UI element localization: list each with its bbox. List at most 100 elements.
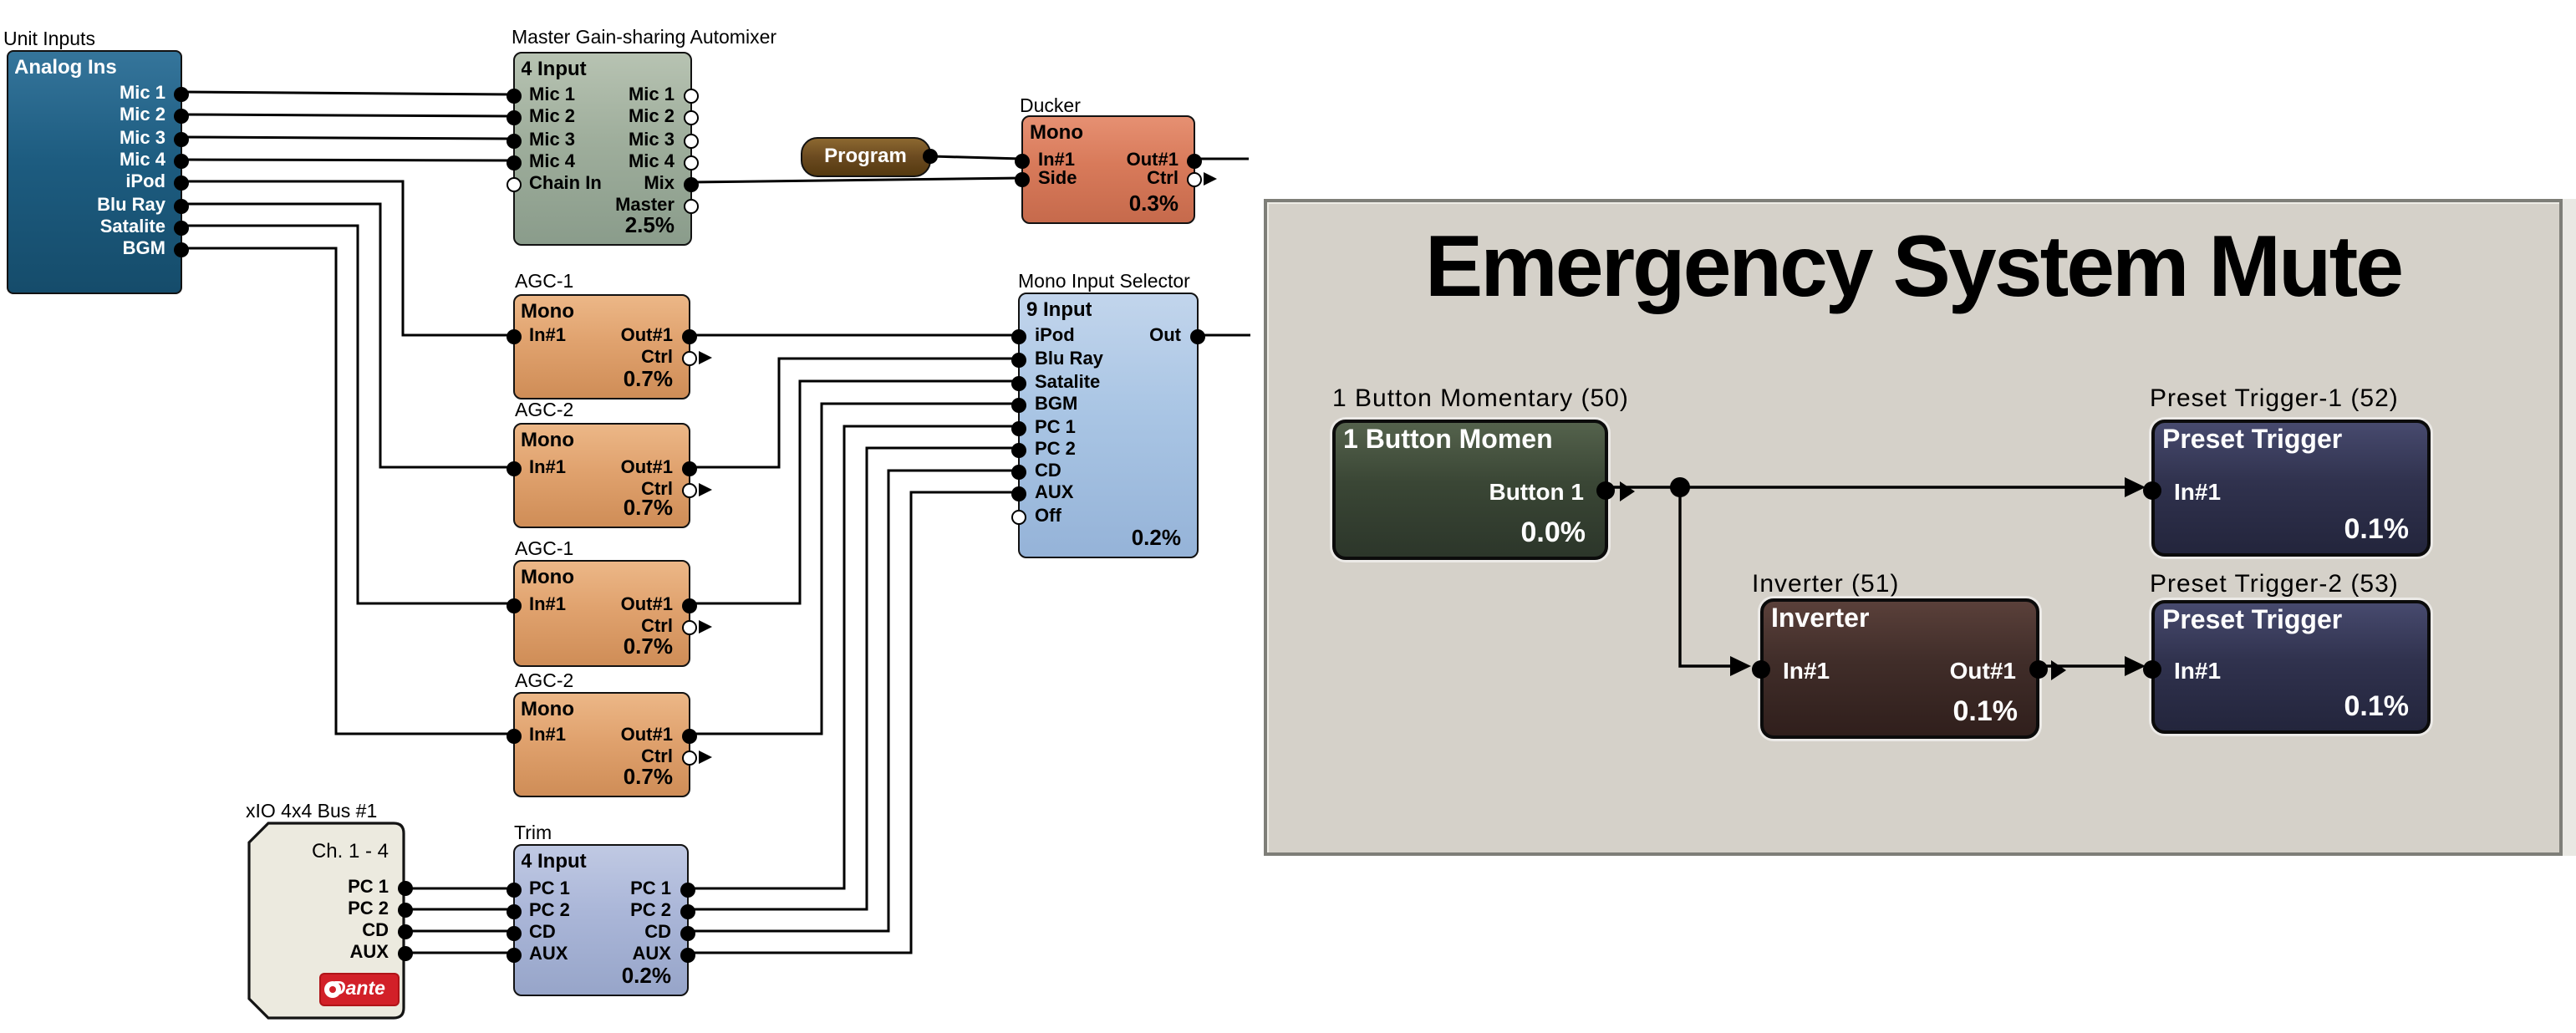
inverter-block[interactable]: Inverter In#1 Out#1 0.1% bbox=[1752, 598, 2066, 738]
port-dot[interactable] bbox=[506, 89, 521, 104]
signal-wires[interactable] bbox=[181, 90, 2140, 954]
port-in-pc-2[interactable]: PC 2 bbox=[506, 900, 621, 922]
port-bgm[interactable]: BGM bbox=[1011, 394, 1129, 416]
port-in1[interactable]: In#1 bbox=[506, 594, 622, 616]
preset-trigger-2-block[interactable]: Preset Trigger In#1 0.1% bbox=[2143, 599, 2431, 733]
trim-block[interactable]: 4 Input PC 1 PC 2 CD AUX PC 1 PC 2 CD AU… bbox=[506, 844, 695, 996]
port-aux[interactable]: AUX bbox=[1011, 483, 1129, 505]
port-dot[interactable] bbox=[174, 221, 189, 236]
port-ctrl[interactable]: Ctrl bbox=[580, 480, 711, 501]
port-in1[interactable]: In#1 bbox=[1015, 150, 1128, 171]
port-out-mic-4[interactable]: Mic 4 bbox=[581, 151, 698, 173]
agc4-block[interactable]: Mono In#1 Out#1 Ctrl 0.7% bbox=[506, 692, 711, 796]
port-pc-1[interactable]: PC 1 bbox=[1011, 417, 1129, 439]
port-dot[interactable] bbox=[506, 883, 521, 898]
port-dot[interactable] bbox=[174, 86, 189, 101]
ducker-block[interactable]: Mono In#1 Side Out#1 Ctrl 0.3% bbox=[1015, 115, 1217, 223]
analog-ins-block[interactable]: Analog Ins Mic 1 Mic 2 Mic 3 Mic 4 iPod … bbox=[6, 50, 189, 294]
port-dot[interactable] bbox=[1187, 172, 1202, 187]
port-dot[interactable] bbox=[1011, 509, 1026, 524]
port-dot[interactable] bbox=[1015, 153, 1030, 168]
port-out1[interactable]: Out#1 bbox=[580, 458, 696, 480]
port-in1[interactable]: In#1 bbox=[2143, 476, 2318, 506]
program-net-label[interactable]: Program bbox=[801, 137, 937, 176]
port-out-pc-1[interactable]: PC 1 bbox=[579, 879, 695, 901]
port-dot[interactable] bbox=[680, 883, 695, 898]
port-dot[interactable] bbox=[174, 242, 189, 257]
xio-block-shape[interactable] bbox=[247, 822, 405, 1020]
port-dot[interactable] bbox=[681, 483, 696, 498]
port-dot[interactable] bbox=[683, 198, 698, 213]
port-ctrl[interactable]: Ctrl bbox=[580, 746, 711, 768]
port-dot[interactable] bbox=[506, 461, 521, 476]
port-in-aux[interactable]: AUX bbox=[506, 944, 621, 965]
port-dot[interactable] bbox=[174, 176, 189, 191]
port-dot[interactable] bbox=[681, 619, 696, 634]
port-dot[interactable] bbox=[1011, 486, 1026, 501]
port-ctrl[interactable]: Ctrl bbox=[1088, 169, 1217, 191]
port-dot[interactable] bbox=[680, 903, 695, 919]
xio-bus-block[interactable]: Ch. 1 - 4 PC 1 PC 2 CD AUX Dante bbox=[249, 823, 412, 1018]
port-cd[interactable]: CD bbox=[249, 920, 412, 942]
port-dot[interactable] bbox=[506, 329, 521, 344]
port-dot[interactable] bbox=[1015, 172, 1030, 187]
agc2-block[interactable]: Mono In#1 Out#1 Ctrl 0.7% bbox=[506, 422, 711, 528]
button-momentary-block[interactable]: 1 Button Momen Button 1 0.0% bbox=[1331, 420, 1634, 560]
port-blu-ray[interactable]: Blu Ray bbox=[74, 195, 189, 216]
port-in1[interactable]: In#1 bbox=[1752, 654, 1927, 684]
port-dot[interactable] bbox=[1189, 329, 1204, 344]
port-dot[interactable] bbox=[397, 902, 412, 917]
port-dot[interactable] bbox=[1011, 420, 1026, 435]
port-dot[interactable] bbox=[683, 110, 698, 125]
port-dot[interactable] bbox=[506, 925, 521, 940]
port-ctrl[interactable]: Ctrl bbox=[580, 348, 711, 369]
port-ipod[interactable]: iPod bbox=[74, 172, 189, 194]
port-side[interactable]: Side bbox=[1015, 169, 1128, 191]
port-dot[interactable] bbox=[397, 945, 412, 960]
port-dot[interactable] bbox=[1011, 398, 1026, 413]
port-out[interactable]: Out bbox=[1087, 326, 1204, 348]
port-dot[interactable] bbox=[174, 131, 189, 146]
port-dot[interactable] bbox=[2029, 660, 2047, 679]
port-out-pc-2[interactable]: PC 2 bbox=[579, 900, 695, 922]
port-dot[interactable] bbox=[681, 461, 696, 476]
port-in-mic-4[interactable]: Mic 4 bbox=[506, 151, 623, 173]
port-dot[interactable] bbox=[174, 154, 189, 169]
port-out1[interactable]: Out#1 bbox=[580, 725, 696, 746]
port-master[interactable]: Master bbox=[581, 195, 698, 216]
port-dot[interactable] bbox=[174, 198, 189, 213]
port-dot[interactable] bbox=[681, 329, 696, 344]
port-dot[interactable] bbox=[506, 947, 521, 962]
port-dot[interactable] bbox=[506, 176, 521, 191]
port-dot[interactable] bbox=[2143, 660, 2161, 679]
port-dot[interactable] bbox=[506, 110, 521, 125]
port-dot[interactable] bbox=[1596, 481, 1615, 500]
port-dot[interactable] bbox=[2143, 481, 2161, 500]
port-aux[interactable]: AUX bbox=[249, 942, 412, 964]
port-dot[interactable] bbox=[1011, 353, 1026, 368]
port-dot[interactable] bbox=[681, 750, 696, 765]
port-off[interactable]: Off bbox=[1011, 506, 1129, 527]
port-dot[interactable] bbox=[680, 947, 695, 962]
port-in-pc-1[interactable]: PC 1 bbox=[506, 879, 621, 901]
port-dot[interactable] bbox=[506, 598, 521, 613]
port-out-mic-3[interactable]: Mic 3 bbox=[581, 130, 698, 151]
port-dot[interactable] bbox=[1011, 329, 1026, 344]
port-dot[interactable] bbox=[922, 149, 937, 164]
port-dot[interactable] bbox=[681, 598, 696, 613]
port-dot[interactable] bbox=[506, 728, 521, 743]
port-dot[interactable] bbox=[681, 728, 696, 743]
port-dot[interactable] bbox=[680, 925, 695, 940]
port-pc-2[interactable]: PC 2 bbox=[1011, 439, 1129, 461]
agc3-block[interactable]: Mono In#1 Out#1 Ctrl 0.7% bbox=[506, 560, 711, 666]
port-cd[interactable]: CD bbox=[1011, 461, 1129, 483]
port-satalite[interactable]: Satalite bbox=[1011, 372, 1129, 394]
port-mic-3[interactable]: Mic 3 bbox=[74, 128, 189, 150]
port-blu-ray[interactable]: Blu Ray bbox=[1011, 349, 1129, 371]
port-dot[interactable] bbox=[506, 133, 521, 148]
port-dot[interactable] bbox=[683, 89, 698, 104]
port-out-mic-2[interactable]: Mic 2 bbox=[581, 107, 698, 129]
port-button-1[interactable]: Button 1 bbox=[1416, 476, 1634, 506]
preset-trigger-1-block[interactable]: Preset Trigger In#1 0.1% bbox=[2143, 420, 2431, 556]
port-in-cd[interactable]: CD bbox=[506, 922, 621, 944]
